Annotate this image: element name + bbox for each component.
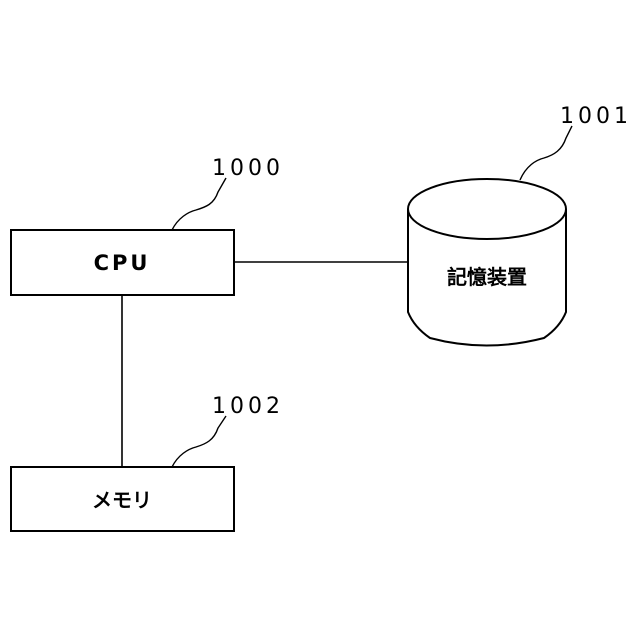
cpu-ref-number: 1000 xyxy=(212,156,284,181)
memory-node: メモリ xyxy=(11,467,234,531)
storage-cylinder-top xyxy=(408,179,566,239)
memory-ref-number: 1002 xyxy=(212,394,284,419)
memory-leader-line xyxy=(172,416,226,467)
cpu-node: CPU xyxy=(11,230,234,295)
cpu-label: CPU xyxy=(94,251,151,275)
storage-ref-number: 1001 xyxy=(560,104,632,129)
memory-label: メモリ xyxy=(92,488,152,512)
storage-label: 記憶装置 xyxy=(447,265,527,289)
storage-node: 記憶装置 xyxy=(408,179,566,346)
storage-leader-line xyxy=(520,126,572,180)
cpu-leader-line xyxy=(172,178,226,230)
